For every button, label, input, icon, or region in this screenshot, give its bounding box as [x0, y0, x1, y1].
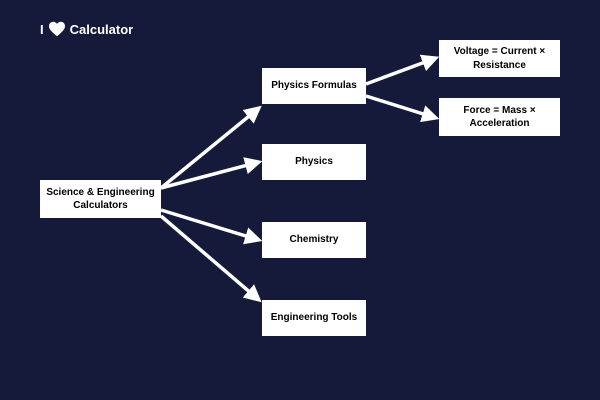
arrow-physics-formulas-to-force	[365, 94, 440, 123]
node-engineering-tools: Engineering Tools	[262, 300, 366, 336]
arrow-physics-formulas-to-voltage	[365, 54, 440, 86]
heart-icon	[48, 21, 65, 37]
arrow-root-to-engineering-tools	[159, 214, 262, 303]
arrow-root-to-chemistry	[160, 208, 263, 245]
arrow-root-to-physics	[160, 157, 263, 190]
node-physics-formulas: Physics Formulas	[262, 68, 366, 104]
logo-name: Calculator	[69, 21, 134, 37]
node-voltage-formula: Voltage = Current × Resistance	[439, 40, 560, 77]
node-force-formula: Force = Mass × Acceleration	[439, 98, 560, 136]
logo: I Calculator	[40, 21, 133, 37]
node-chemistry: Chemistry	[262, 222, 366, 258]
node-physics: Physics	[262, 144, 366, 180]
arrow-root-to-physics-formulas	[159, 105, 262, 190]
node-science-engineering-calculators: Science & Engineering Calculators	[40, 180, 161, 218]
logo-prefix: I	[40, 21, 44, 37]
